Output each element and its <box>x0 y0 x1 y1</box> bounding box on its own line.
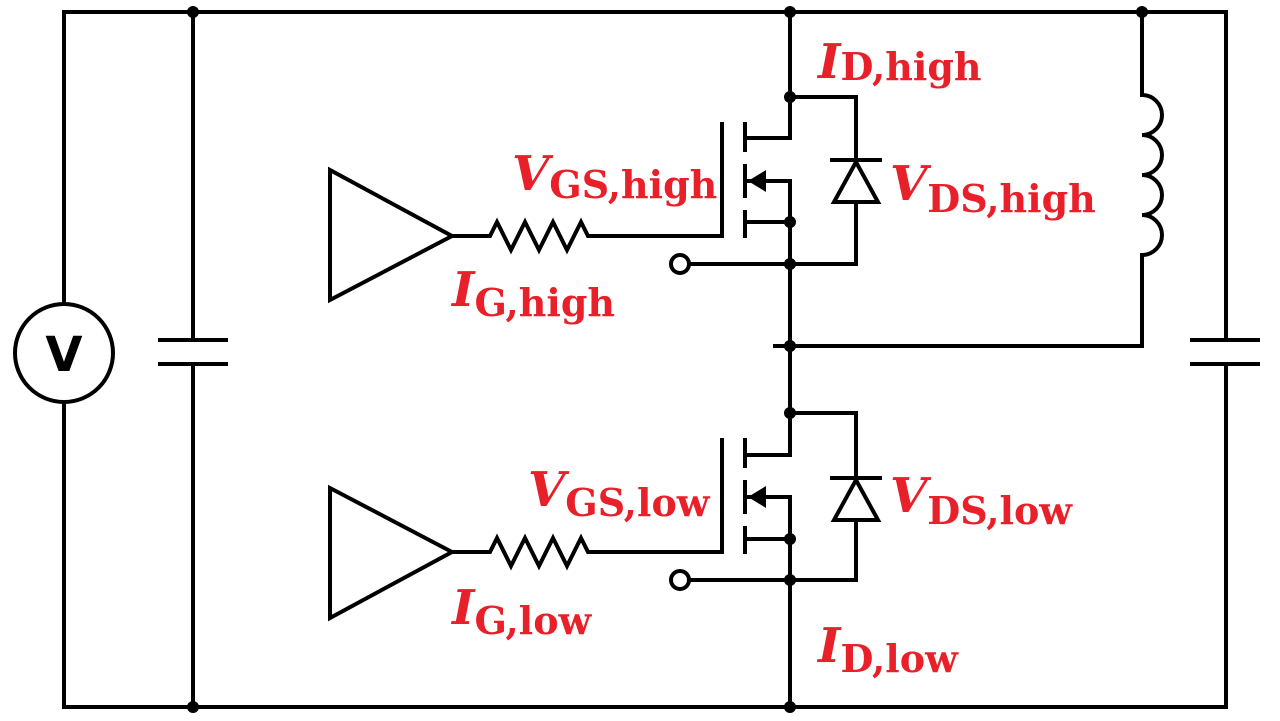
label-ig-high: IG,high <box>450 262 615 325</box>
circuit-labels: ID,high VGS,high VDS,high IG,high VGS,lo… <box>450 34 1096 681</box>
high-side-mosfet <box>588 122 792 275</box>
label-vds-high: VDS,high <box>890 156 1096 221</box>
label-vgs-high: VGS,high <box>512 146 717 207</box>
label-id-low: ID,low <box>816 618 959 681</box>
input-capacitor <box>158 10 228 709</box>
high-side-diode <box>788 95 882 266</box>
low-side-gate-driver <box>328 484 592 622</box>
label-vds-low: VDS,low <box>890 468 1073 533</box>
voltage-source: V <box>13 302 115 404</box>
outer-wires <box>62 10 1228 709</box>
low-side-diode <box>788 411 882 582</box>
label-id-high: ID,high <box>816 34 982 90</box>
label-ig-low: IG,low <box>450 580 593 643</box>
high-side-gate-driver <box>328 166 592 304</box>
label-vgs-low: VGS,low <box>528 462 711 525</box>
inductor <box>773 10 1164 348</box>
low-side-mosfet <box>588 438 792 591</box>
voltage-source-label: V <box>45 327 82 383</box>
output-capacitor <box>1190 328 1260 374</box>
junction-dots <box>187 6 1148 713</box>
